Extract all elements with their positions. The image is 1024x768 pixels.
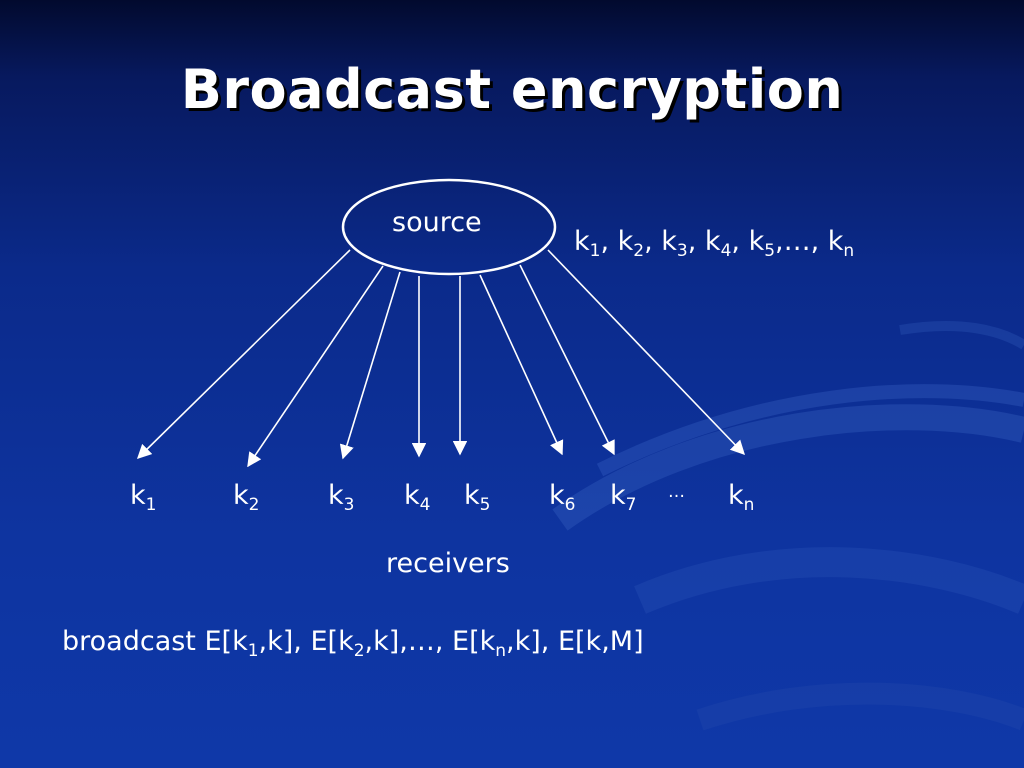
key-separator: , [600, 226, 618, 257]
receiver-k5: k5 [464, 480, 491, 515]
arrow-to-k3 [339, 271, 401, 460]
broadcast-arrows [136, 249, 745, 468]
receiver-k3: k3 [328, 480, 355, 515]
key-base: k [748, 226, 765, 257]
key-subscript: 1 [589, 241, 601, 261]
key-subscript: 3 [676, 241, 688, 261]
key-base: k [704, 226, 721, 257]
key-subscript: n [843, 241, 855, 261]
receiver-ellipsis: … [668, 482, 685, 502]
receiver-k6: k6 [549, 480, 576, 515]
arrow-to-k2 [247, 265, 384, 468]
source-key-set: k1, k2, k3, k4, k5,…, kn [574, 226, 854, 260]
source-label: source [392, 207, 482, 238]
arrow-to-k6 [479, 274, 564, 456]
key-base: k [574, 226, 590, 257]
receiver-k1: k1 [130, 480, 157, 515]
arrow-to-k1 [136, 249, 351, 460]
source-node [341, 178, 557, 276]
key-base: k [661, 226, 677, 257]
receiver-k2: k2 [233, 480, 260, 515]
key-separator: , [687, 226, 705, 257]
slide-title: Broadcast encryption [180, 58, 844, 121]
broadcast-message: broadcast E[k1,k], E[k2,k],…, E[kn,k], E… [62, 626, 644, 661]
key-separator: ,…, [775, 226, 828, 257]
key-base: k [827, 226, 844, 257]
receivers-label: receivers [386, 548, 510, 579]
receiver-k7: k7 [610, 480, 637, 515]
key-separator: , [731, 226, 749, 257]
key-subscript: 5 [764, 241, 776, 261]
arrow-to-k7 [519, 264, 615, 456]
receiver-kn: kn [728, 480, 755, 515]
key-base: k [617, 226, 634, 257]
key-subscript: 4 [720, 241, 732, 261]
key-separator: , [644, 226, 662, 257]
key-subscript: 2 [633, 241, 645, 261]
receiver-k4: k4 [404, 480, 431, 515]
arrow-to-kn [547, 249, 745, 456]
